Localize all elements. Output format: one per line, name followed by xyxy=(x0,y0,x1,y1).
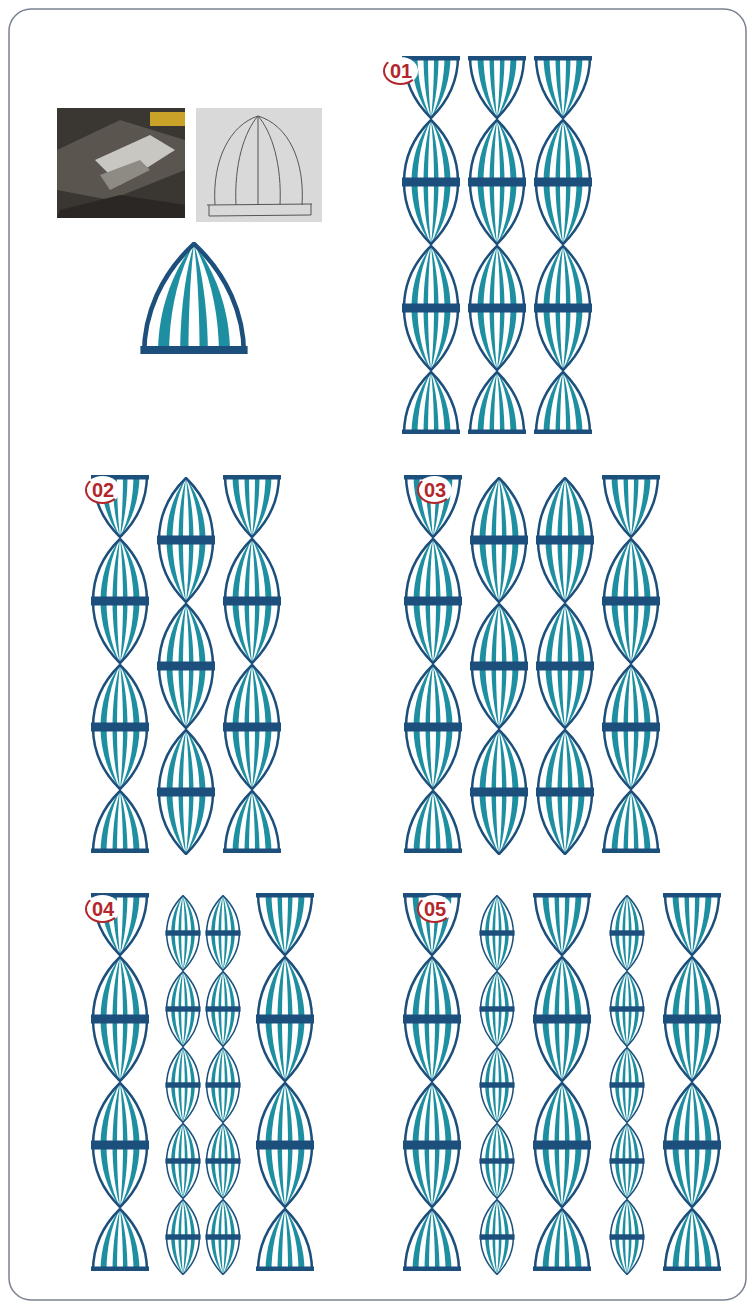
pattern-04 xyxy=(91,831,314,1310)
callout-number: 04 xyxy=(85,895,120,923)
unit-arch xyxy=(140,244,247,464)
reference-photo xyxy=(57,108,185,218)
pattern-01 xyxy=(402,0,592,496)
callout-badge: 01 xyxy=(383,57,418,85)
pattern-03 xyxy=(404,413,660,915)
callout-number: 05 xyxy=(417,895,452,923)
callout-number: 03 xyxy=(417,476,452,504)
callout-badge: 03 xyxy=(417,476,452,504)
callout-number: 01 xyxy=(383,57,418,85)
pattern-05 xyxy=(403,831,721,1310)
callout-badge: 04 xyxy=(85,895,120,923)
frame xyxy=(9,9,746,1300)
callout-number: 02 xyxy=(85,476,120,504)
reference-sketch xyxy=(196,108,322,222)
callout-badge: 02 xyxy=(85,476,120,504)
callout-badge: 05 xyxy=(417,895,452,923)
